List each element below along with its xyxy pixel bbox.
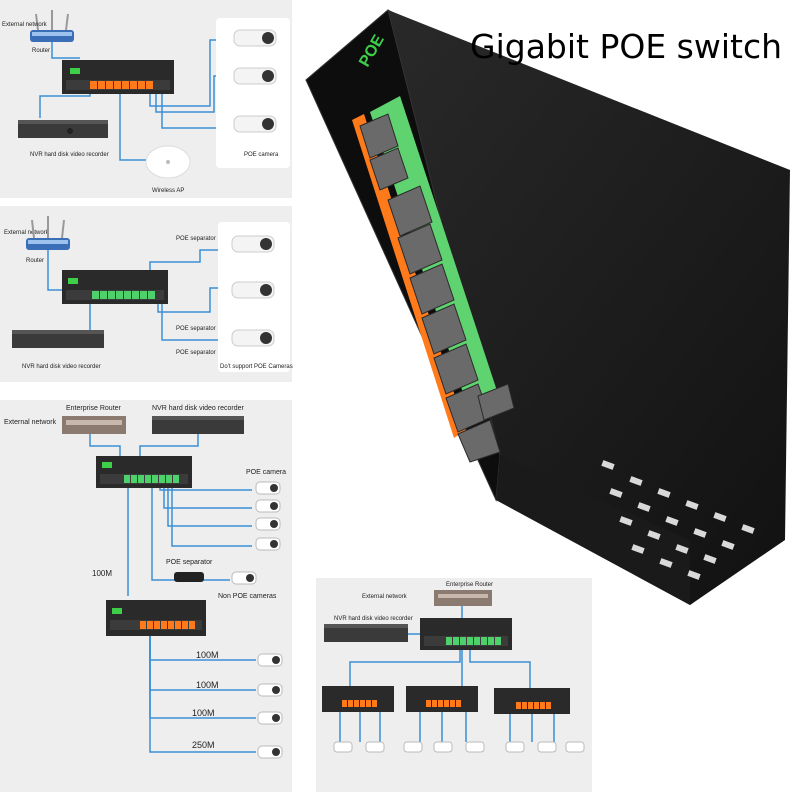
nvr-icon [18, 120, 108, 138]
poe-switch-icon [62, 270, 168, 304]
diagram-panel-1: External network Router NVR hard disk vi… [0, 0, 292, 198]
nvr-label: NVR hard disk video recorder [152, 405, 244, 412]
connection-lines [47, 249, 230, 341]
poe-switch-icon [62, 60, 174, 94]
external-network-label: External network [4, 419, 57, 426]
connection-lines [89, 434, 256, 753]
enterprise-router-label: Enterprise Router [446, 582, 493, 588]
nvr-icon [324, 624, 408, 642]
nvr-label: NVR hard disk video recorder [334, 616, 413, 622]
speed-label: 250M [192, 740, 215, 750]
poe-separator-icon [174, 572, 204, 582]
camera-icon [333, 741, 585, 753]
enterprise-router-label: Enterprise Router [66, 405, 122, 412]
router-label: Router [26, 258, 44, 264]
nvr-icon [152, 416, 244, 434]
poe-separator-label: POE separator [176, 236, 216, 242]
router-icon [26, 216, 70, 250]
connection-lines [339, 606, 555, 742]
wireless-ap-label: Wireless AP [152, 188, 184, 194]
diagram-panel-3: Enterprise Router NVR hard disk video re… [0, 400, 292, 792]
poe-switch-product: POE [305, 9, 790, 605]
diagram-panel-4: External network Enterprise Router NVR h… [316, 578, 592, 792]
external-network-label: External network [2, 22, 48, 28]
poe-camera-label: POE camera [246, 469, 286, 476]
nvr-icon [12, 330, 104, 348]
camera-icon [257, 653, 283, 759]
no-poe-camera-label: Do’t support POE Cameras [220, 364, 293, 370]
external-network-label: External network [4, 230, 50, 236]
wireless-ap-icon [145, 145, 191, 179]
poe-separator-label: POE separator [166, 559, 213, 566]
poe-switch-icon [420, 618, 512, 650]
speed-label: 100M [196, 680, 219, 690]
vent-holes [601, 460, 755, 580]
diagram-panel-2: External network Router POE separator PO… [0, 206, 293, 382]
camera-icon [231, 571, 257, 585]
poe-separator-label: POE separator [176, 350, 216, 356]
poe-switch-icon [322, 686, 570, 714]
camera-icon [255, 481, 281, 551]
poe-switch-icon [96, 456, 192, 488]
router-label: Router [32, 48, 50, 54]
speed-label: 100M [196, 650, 219, 660]
nvr-label: NVR hard disk video recorder [22, 364, 101, 370]
router-icon [30, 10, 74, 42]
speed-label: 100M [192, 708, 215, 718]
page-title: Gigabit POE switch [470, 27, 782, 66]
poe-separator-label: POE separator [176, 326, 216, 332]
nvr-label: NVR hard disk video recorder [30, 152, 109, 158]
external-network-label: External network [362, 594, 408, 600]
poe-camera-label: POE camera [244, 152, 279, 158]
camera-icon [231, 235, 275, 347]
poe-switch-icon [106, 600, 206, 636]
enterprise-router-icon [434, 590, 492, 606]
uplink-speed-label: 100M [92, 569, 112, 578]
ethernet-ports [359, 113, 515, 463]
non-poe-camera-label: Non POE cameras [218, 593, 277, 600]
camera-icon [233, 29, 277, 133]
enterprise-router-icon [62, 416, 126, 434]
